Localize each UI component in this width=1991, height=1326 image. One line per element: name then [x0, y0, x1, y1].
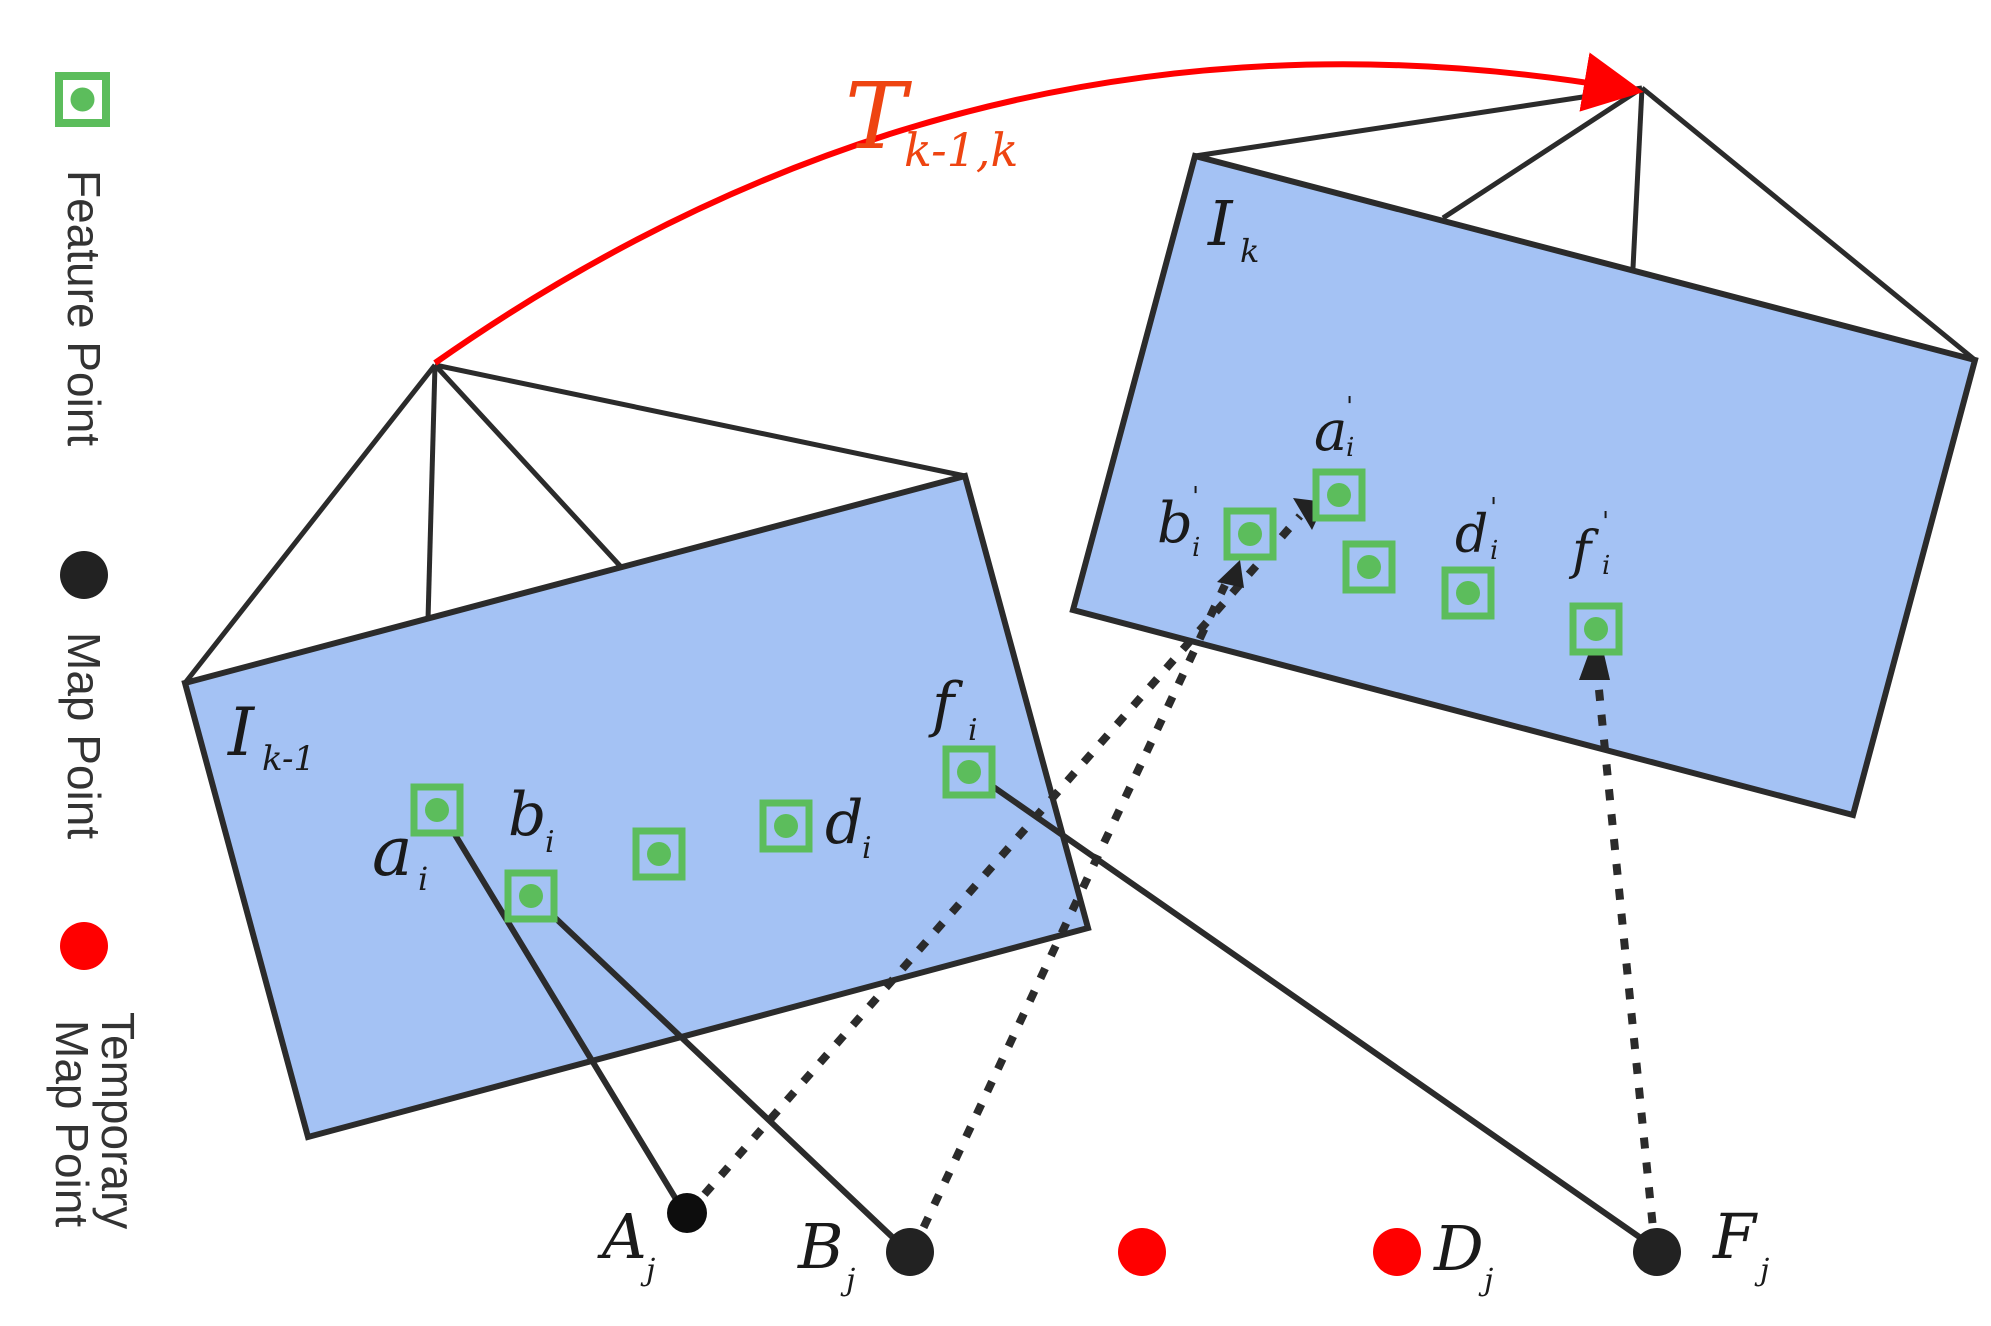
map-point-F	[1633, 1228, 1681, 1276]
label-b-curr: b'i	[1157, 482, 1200, 563]
frame-label-current: I k	[1207, 187, 1259, 270]
label-a-curr: a'i	[1314, 392, 1354, 464]
label-D: Dj	[1433, 1212, 1493, 1298]
label-d-prev: di	[825, 788, 872, 866]
temporary-map-point-1	[1118, 1228, 1166, 1276]
feature-point-icon	[55, 72, 110, 127]
feature-point-a-prev	[410, 783, 464, 837]
legend-temporary-map-point-label-line1: Temporary	[92, 1012, 144, 1229]
feature-point-b-curr	[1223, 507, 1277, 561]
feature-point-c-curr	[1342, 540, 1396, 594]
temporary-map-point-icon	[60, 922, 108, 970]
label-A: Aj	[597, 1200, 655, 1288]
feature-points-previous	[410, 745, 996, 923]
feature-point-f-curr	[1569, 602, 1623, 656]
map-point-A	[667, 1193, 707, 1233]
label-B: Bj	[797, 1210, 855, 1298]
frustum-current	[1194, 85, 1977, 362]
legend-map-point-label: Map Point	[58, 632, 110, 839]
map-point-B	[886, 1228, 934, 1276]
legend-temporary-map-point-label-line2: Map Point	[46, 1020, 98, 1227]
arrowhead-b	[1217, 560, 1244, 588]
legend-feature-point-label: Feature Point	[58, 170, 110, 446]
feature-point-b-prev	[504, 869, 558, 923]
feature-labels-current: a'i b'i d'i f'i	[1157, 392, 1610, 581]
feature-points-current	[1223, 468, 1623, 656]
legend: Feature Point Map Point Temporary Map Po…	[46, 72, 144, 1229]
feature-point-c-prev	[632, 827, 686, 881]
label-b-prev: bi	[508, 780, 555, 860]
image-plane-previous	[181, 472, 1092, 1141]
feature-point-f-prev	[942, 745, 996, 799]
temporary-map-point-D	[1373, 1228, 1421, 1276]
map-points	[667, 1193, 1681, 1276]
feature-point-d-curr	[1441, 566, 1495, 620]
feature-point-d-prev	[759, 799, 813, 853]
dotted-projection-lines	[684, 513, 1659, 1252]
map-point-icon	[60, 551, 108, 599]
label-d-curr: d'i	[1455, 493, 1498, 566]
feature-point-a-curr	[1312, 468, 1366, 522]
frustum-previous	[183, 362, 966, 685]
solid-correspondence-lines	[434, 769, 1661, 1253]
image-plane-current	[1069, 152, 1979, 819]
transform-arrow	[433, 52, 1644, 366]
frame-label-previous: I k-1	[227, 694, 315, 779]
transform-label: T k-1,k	[845, 63, 1018, 177]
